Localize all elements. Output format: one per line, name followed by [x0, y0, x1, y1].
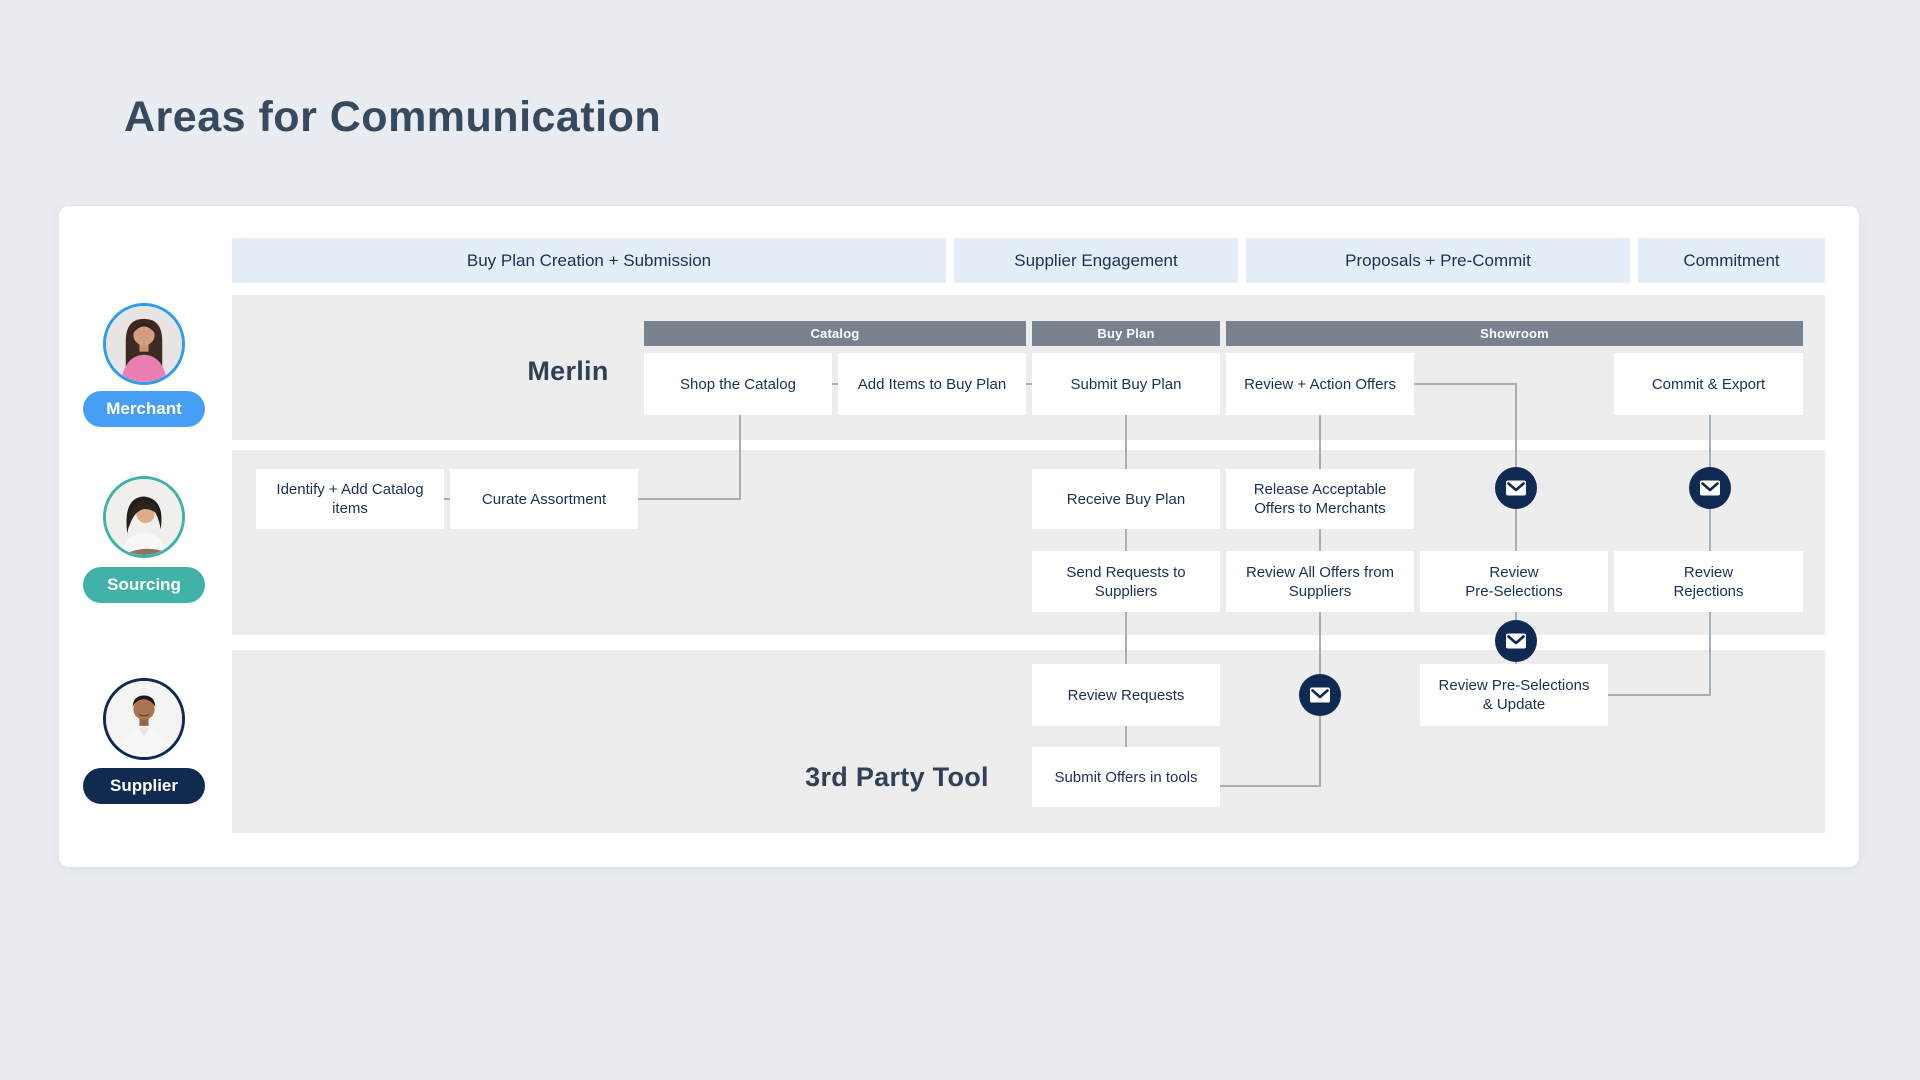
node-identify-add-catalog-items: Identify + Add Catalog items	[256, 469, 444, 529]
persona-badge-sourcing: Sourcing	[83, 567, 205, 603]
node-add-items-to-buy-plan: Add Items to Buy Plan	[838, 353, 1026, 415]
merchant-avatar	[103, 303, 185, 385]
mail-icon	[1495, 467, 1537, 509]
node-review-action-offers: Review + Action Offers	[1226, 353, 1414, 415]
persona-badge-supplier: Supplier	[83, 768, 205, 804]
node-commit-export: Commit & Export	[1614, 353, 1803, 415]
node-review-all-offers: Review All Offers from Suppliers	[1226, 551, 1414, 612]
node-release-acceptable-offers: Release Acceptable Offers to Merchants	[1226, 469, 1414, 529]
mail-icon	[1299, 674, 1341, 716]
phase-header-proposals-pre-commit: Proposals + Pre-Commit	[1246, 238, 1630, 283]
phase-header-buy-plan-creation: Buy Plan Creation + Submission	[232, 238, 946, 283]
lane-label-3rd-party-tool: 3rd Party Tool	[805, 762, 989, 792]
node-shop-the-catalog: Shop the Catalog	[644, 353, 832, 415]
node-review-pre-selections: Review Pre-Selections	[1420, 551, 1608, 612]
section-bar-buy-plan: Buy Plan	[1032, 321, 1220, 346]
node-submit-offers-in-tools: Submit Offers in tools	[1032, 747, 1220, 807]
supplier-avatar	[103, 678, 185, 760]
persona-badge-merchant: Merchant	[83, 391, 205, 427]
section-bar-showroom: Showroom	[1226, 321, 1803, 346]
node-review-requests: Review Requests	[1032, 664, 1220, 726]
node-curate-assortment: Curate Assortment	[450, 469, 638, 529]
mail-icon	[1689, 467, 1731, 509]
mail-icon	[1495, 620, 1537, 662]
node-send-requests-to-suppliers: Send Requests to Suppliers	[1032, 551, 1220, 612]
lane-merchant	[232, 295, 1825, 440]
node-review-rejections: Review Rejections	[1614, 551, 1803, 612]
node-review-pre-selections-update: Review Pre-Selections & Update	[1420, 664, 1608, 726]
node-submit-buy-plan: Submit Buy Plan	[1032, 353, 1220, 415]
node-receive-buy-plan: Receive Buy Plan	[1032, 469, 1220, 529]
page-title: Areas for Communication	[124, 93, 662, 141]
phase-header-supplier-engagement: Supplier Engagement	[954, 238, 1238, 283]
phase-header-commitment: Commitment	[1638, 238, 1825, 283]
section-bar-catalog: Catalog	[644, 321, 1026, 346]
sourcing-avatar	[103, 476, 185, 558]
lane-label-merlin: Merlin	[527, 356, 609, 386]
